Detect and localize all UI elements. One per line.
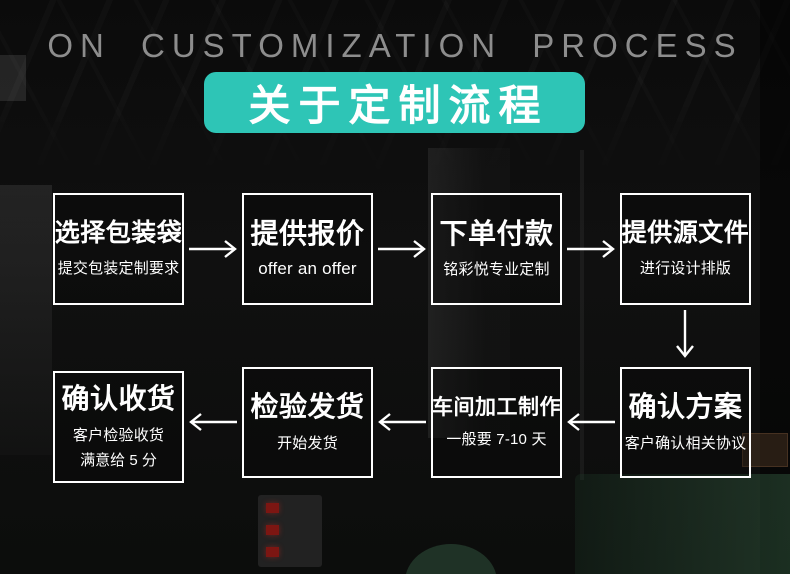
step-subtitle: 一般要 7-10 天	[446, 431, 547, 449]
control-panel-shape	[258, 495, 322, 567]
red-indicator-icon	[266, 547, 279, 557]
step-subtitle-line2: 满意给 5 分	[80, 451, 157, 469]
page-title-chinese: 关于定制流程	[248, 82, 549, 129]
arrow-right-icon	[186, 236, 240, 262]
step-title: 提供源文件	[621, 219, 750, 248]
step-title: 确认方案	[628, 391, 743, 423]
arrow-right-icon	[375, 236, 429, 262]
step-title: 检验发货	[250, 391, 365, 423]
step-place-order: 下单付款 铭彩悦专业定制	[431, 193, 562, 305]
green-drum-shape	[405, 544, 497, 574]
step-subtitle: 进行设计排版	[639, 259, 732, 277]
step-workshop-production: 车间加工制作 一般要 7-10 天	[431, 367, 562, 478]
red-indicator-icon	[266, 503, 279, 513]
step-title: 确认收货	[61, 383, 176, 415]
step-subtitle: offer an offer	[258, 258, 357, 278]
step-provide-source-file: 提供源文件 进行设计排版	[620, 193, 751, 305]
arrow-left-icon	[564, 409, 618, 435]
arrow-down-icon	[672, 307, 698, 361]
step-subtitle: 铭彩悦专业定制	[443, 261, 550, 279]
step-subtitle: 客户确认相关协议	[624, 434, 747, 452]
step-subtitle: 客户检验收货	[72, 426, 165, 444]
arrow-left-icon	[375, 409, 429, 435]
step-confirm-plan: 确认方案 客户确认相关协议	[620, 367, 751, 478]
step-inspect-and-ship: 检验发货 开始发货	[242, 367, 373, 478]
step-subtitle: 提交包装定制要求	[57, 259, 180, 277]
arrow-right-icon	[564, 236, 618, 262]
red-indicator-icon	[266, 525, 279, 535]
dark-pillar-shape	[760, 0, 790, 574]
page-title-english: ON CUSTOMIZATION PROCESS	[47, 27, 743, 64]
title-banner: 关于定制流程	[204, 72, 585, 133]
step-provide-quote: 提供报价 offer an offer	[242, 193, 373, 305]
plastic-curtain-shape	[0, 185, 52, 455]
step-subtitle: 开始发货	[277, 434, 338, 452]
step-title: 提供报价	[250, 218, 365, 250]
green-tank-shape	[575, 474, 790, 574]
step-title: 下单付款	[439, 217, 554, 249]
step-choose-bag: 选择包装袋 提交包装定制要求	[53, 193, 184, 305]
step-confirm-receipt: 确认收货 客户检验收货 满意给 5 分	[53, 371, 184, 483]
step-title: 车间加工制作	[432, 395, 561, 419]
arrow-left-icon	[186, 409, 240, 435]
step-title: 选择包装袋	[54, 219, 183, 248]
